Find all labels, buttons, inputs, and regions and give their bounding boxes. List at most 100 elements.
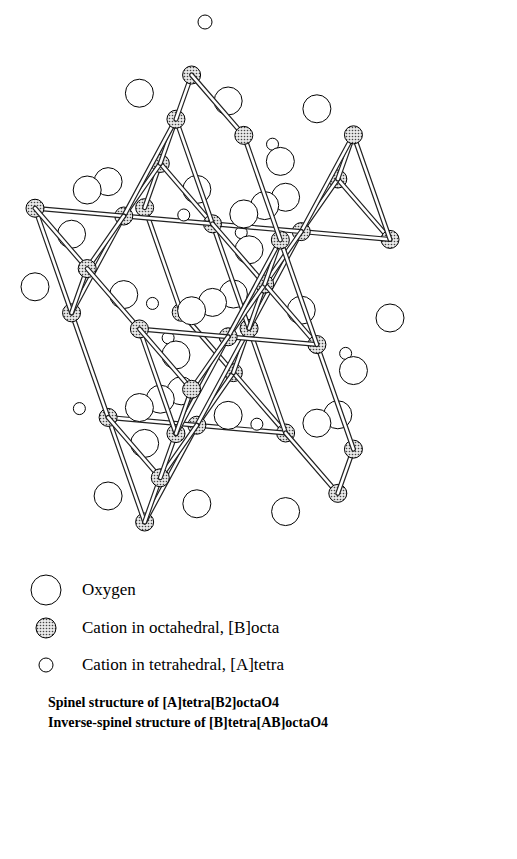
bond-rod-outline xyxy=(280,240,317,345)
bond-rod-core xyxy=(301,232,390,240)
oxygen-atom xyxy=(162,341,190,369)
oxygen-atom xyxy=(125,79,153,107)
bond-rod xyxy=(124,216,213,224)
bond-rod xyxy=(228,240,280,337)
bond-rod-outline xyxy=(145,208,182,313)
bond-rod-core xyxy=(338,179,390,239)
legend-text: Cation in tetrahedral, [A]tetra xyxy=(82,655,284,675)
bond-rod xyxy=(124,119,176,216)
bond-rod-core xyxy=(139,329,191,389)
octahedral-cation xyxy=(344,126,362,144)
bond-rod xyxy=(35,208,87,268)
bond-rod-outline xyxy=(301,232,390,240)
bond-rod xyxy=(160,163,212,223)
bond-rod-outline xyxy=(286,433,338,493)
bond-rod xyxy=(353,135,390,240)
bond-rod-core xyxy=(124,216,213,224)
bond-rod-core xyxy=(249,328,286,433)
octahedral-cation xyxy=(183,380,201,398)
bond-rod xyxy=(301,135,353,232)
tetrahedral-cation xyxy=(198,15,212,29)
oxygen-atom xyxy=(230,200,258,228)
bond-rod-outline xyxy=(228,240,280,337)
oxygen-atom xyxy=(303,409,331,437)
bond-rod xyxy=(139,329,228,337)
bond-rod-core xyxy=(108,417,160,477)
bond-rod-core xyxy=(228,337,317,345)
bond-rod xyxy=(286,433,338,493)
bond-rod-core xyxy=(176,119,213,224)
bond-rod xyxy=(228,337,317,345)
bond-rod-outline xyxy=(35,208,87,268)
bond-rod-core xyxy=(301,135,353,232)
bond-rod-outline xyxy=(139,329,191,389)
bond-rod-core xyxy=(192,75,244,135)
bond-rod-outline xyxy=(192,75,244,135)
oxygen-atom xyxy=(272,498,300,526)
oxygen-atom xyxy=(73,176,101,204)
bond-rod-outline xyxy=(108,417,160,477)
oxygen-atom xyxy=(235,236,263,264)
bond-rod-outline xyxy=(160,163,212,223)
bond-rod xyxy=(192,75,244,135)
bond-rod-outline xyxy=(213,224,265,284)
legend-text: Oxygen xyxy=(82,580,136,600)
bond-rod xyxy=(280,240,317,345)
bond-rod xyxy=(192,337,229,390)
bond-rod-outline xyxy=(35,208,124,216)
bond-rod-outline xyxy=(139,329,228,337)
bond-rod-outline xyxy=(192,337,229,390)
bond-rod xyxy=(108,417,160,477)
bond-rod xyxy=(265,284,317,344)
bond-rod-outline xyxy=(197,425,286,433)
bond-rod-outline xyxy=(87,269,139,329)
oxygen-atom xyxy=(178,297,206,325)
structure-caption: Inverse-spinel structure of [B]tetra[AB]… xyxy=(48,715,328,732)
bond-rod-core xyxy=(233,373,285,433)
oxygen-atom xyxy=(110,281,138,309)
oxygen-sample xyxy=(31,575,61,605)
oxygen-atom xyxy=(303,95,331,123)
oxygen-atom xyxy=(214,87,242,115)
bond-rod xyxy=(233,373,285,433)
bond-rod-core xyxy=(265,284,317,344)
legend-samples xyxy=(31,575,61,672)
bond-rod xyxy=(35,208,124,216)
bond-rod-core xyxy=(197,425,286,433)
bond-rod xyxy=(338,179,390,239)
crystal-lattice xyxy=(21,66,404,531)
bond-rod xyxy=(87,216,124,269)
oxygen-atom xyxy=(58,220,86,248)
octahedral-cation xyxy=(235,126,253,144)
bond-rod-outline xyxy=(338,179,390,239)
oxygen-atom xyxy=(21,273,49,301)
bond-rod-outline xyxy=(213,224,302,232)
bond-rod xyxy=(249,328,286,433)
bond-rod-core xyxy=(139,329,228,337)
tetrahedral-cation xyxy=(178,209,190,221)
oxygen-atom xyxy=(266,147,294,175)
bond-rod-outline xyxy=(301,135,353,232)
oxygen-atom xyxy=(125,394,153,422)
bond-rod-outline xyxy=(176,119,213,224)
bond-rod-outline xyxy=(233,373,285,433)
bond-rod-core xyxy=(160,163,212,223)
bond-rod-core xyxy=(35,208,124,216)
bond-rod-core xyxy=(280,240,317,345)
oxygen-atom xyxy=(339,357,367,385)
bond-rod xyxy=(213,224,302,232)
bond-rod-core xyxy=(145,208,182,313)
oxygen-atom xyxy=(376,304,404,332)
bond-rod-core xyxy=(87,216,124,269)
bond-rod-core xyxy=(213,224,265,284)
bond-rod-outline xyxy=(265,284,317,344)
bond-rod-core xyxy=(286,433,338,493)
bond-rod-core xyxy=(35,208,87,268)
bond-rod-outline xyxy=(249,328,286,433)
bond-rod xyxy=(301,232,390,240)
bond-rod-outline xyxy=(72,313,109,418)
bond-rod-outline xyxy=(353,135,390,240)
bond-rod-core xyxy=(124,119,176,216)
bond-rod-core xyxy=(213,224,302,232)
bond-rod-core xyxy=(87,269,139,329)
